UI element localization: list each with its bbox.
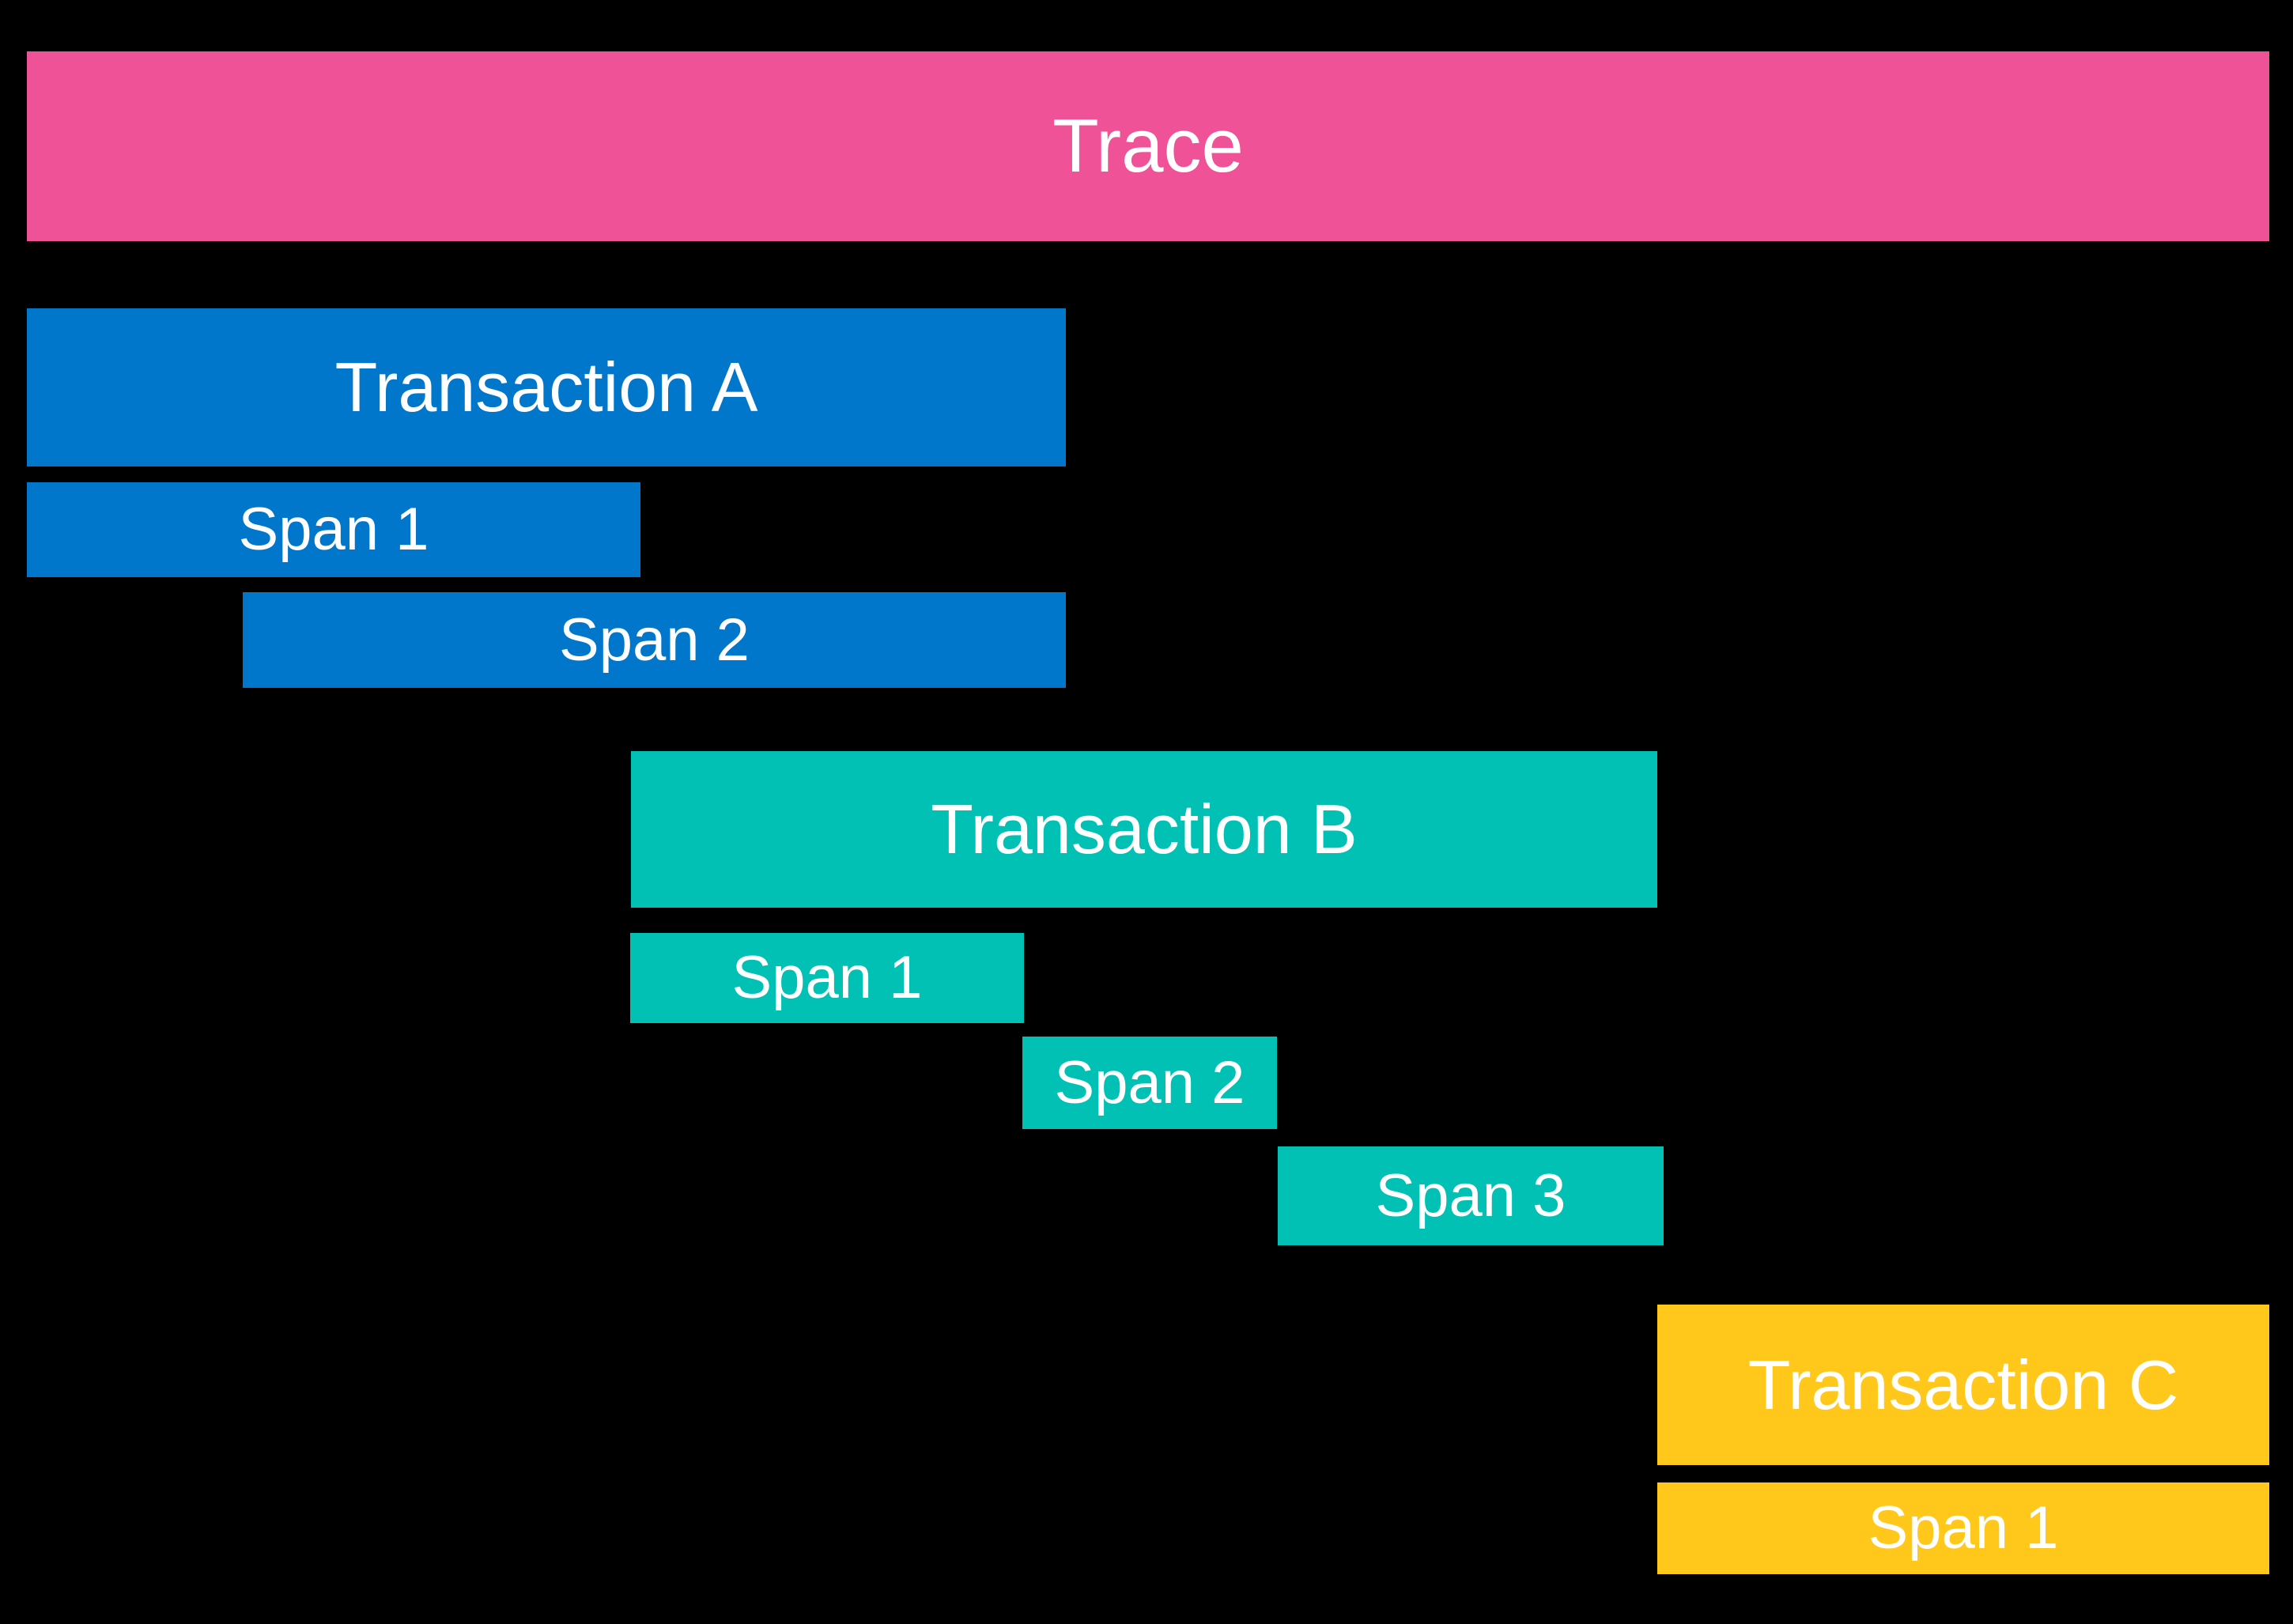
bar-transaction-b-span-1[interactable]: Span 1 xyxy=(630,933,1024,1023)
transaction-c-span-1-label: Span 1 xyxy=(1868,1494,2059,1562)
bar-transaction-b[interactable]: Transaction B xyxy=(631,751,1657,908)
bar-transaction-c[interactable]: Transaction C xyxy=(1657,1305,2269,1465)
transaction-b-span-3-label: Span 3 xyxy=(1375,1161,1566,1229)
bar-trace[interactable]: Trace xyxy=(27,51,2269,241)
bar-transaction-b-span-2[interactable]: Span 2 xyxy=(1022,1037,1277,1129)
trace-label: Trace xyxy=(1052,104,1244,188)
transaction-b-label: Transaction B xyxy=(931,790,1358,868)
transaction-a-span-1-label: Span 1 xyxy=(238,496,429,563)
bar-transaction-a-span-2[interactable]: Span 2 xyxy=(243,592,1066,688)
bar-transaction-c-span-1[interactable]: Span 1 xyxy=(1657,1482,2269,1574)
transaction-b-span-2-label: Span 2 xyxy=(1054,1048,1245,1116)
transaction-a-span-2-label: Span 2 xyxy=(559,606,750,674)
transaction-c-label: Transaction C xyxy=(1747,1345,2179,1424)
bar-transaction-a-span-1[interactable]: Span 1 xyxy=(27,482,640,577)
bar-transaction-b-span-3[interactable]: Span 3 xyxy=(1278,1146,1664,1245)
transaction-b-span-1-label: Span 1 xyxy=(731,944,923,1011)
bar-transaction-a[interactable]: Transaction A xyxy=(27,308,1066,466)
transaction-a-label: Transaction A xyxy=(334,348,758,426)
